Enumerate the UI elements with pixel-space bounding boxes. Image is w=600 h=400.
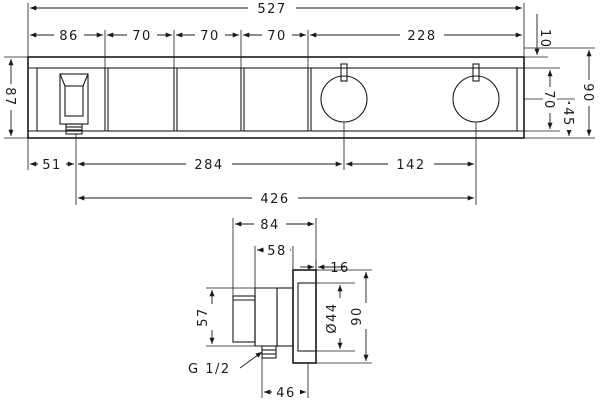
dim-plate-16: 16 bbox=[330, 261, 350, 276]
thread-label: G 1/2 bbox=[188, 362, 231, 377]
thread-nipple-icon bbox=[261, 345, 277, 359]
dim-spacing-284: 284 bbox=[194, 158, 223, 173]
select-button-1 bbox=[107, 67, 175, 132]
hose-holder-compartment bbox=[36, 67, 106, 132]
side-view: 84 58 16 57 Ø44 90 G 1/2 bbox=[188, 216, 373, 400]
dim-total-height-87: 87 bbox=[2, 87, 17, 107]
front-view: 527 86 70 70 70 228 10 87 bbox=[2, 0, 596, 207]
valve-housing bbox=[254, 287, 278, 347]
wall-outlet-icon bbox=[59, 73, 89, 135]
dim-right-70: 70 bbox=[541, 90, 556, 110]
dim-height-90: 90 bbox=[350, 306, 365, 326]
dim-span-426: 426 bbox=[260, 192, 289, 207]
dim-segment-228: 228 bbox=[407, 29, 436, 44]
dim-right-90: 90 bbox=[580, 83, 595, 103]
dim-diameter-44: Ø44 bbox=[325, 302, 340, 333]
dim-segment-86: 86 bbox=[59, 29, 79, 44]
panel-outline bbox=[27, 56, 525, 139]
dim-depth-58: 58 bbox=[267, 244, 287, 259]
dim-segment-70-c: 70 bbox=[267, 29, 287, 44]
valve-back-block bbox=[232, 295, 256, 343]
dim-segment-70-a: 70 bbox=[132, 29, 152, 44]
cover-plate bbox=[292, 269, 317, 364]
dim-overall-width: 527 bbox=[257, 2, 286, 17]
thermostat-compartment bbox=[310, 67, 518, 132]
dim-depth-46: 46 bbox=[276, 386, 296, 400]
dim-top-strip-10: 10 bbox=[537, 29, 552, 49]
dim-offset-51: 51 bbox=[42, 158, 62, 173]
valve-body bbox=[276, 287, 294, 347]
knob-right-icon bbox=[452, 63, 500, 123]
dim-segment-70-b: 70 bbox=[200, 29, 220, 44]
select-button-3 bbox=[243, 67, 309, 132]
dim-spacing-142: 142 bbox=[396, 158, 425, 173]
cover-plate-inner bbox=[297, 282, 317, 352]
dim-right-45: 45 bbox=[560, 107, 575, 127]
dim-depth-84: 84 bbox=[260, 218, 280, 233]
select-button-2 bbox=[176, 67, 242, 132]
knob-left-icon bbox=[320, 63, 368, 123]
dim-height-57: 57 bbox=[196, 307, 211, 327]
